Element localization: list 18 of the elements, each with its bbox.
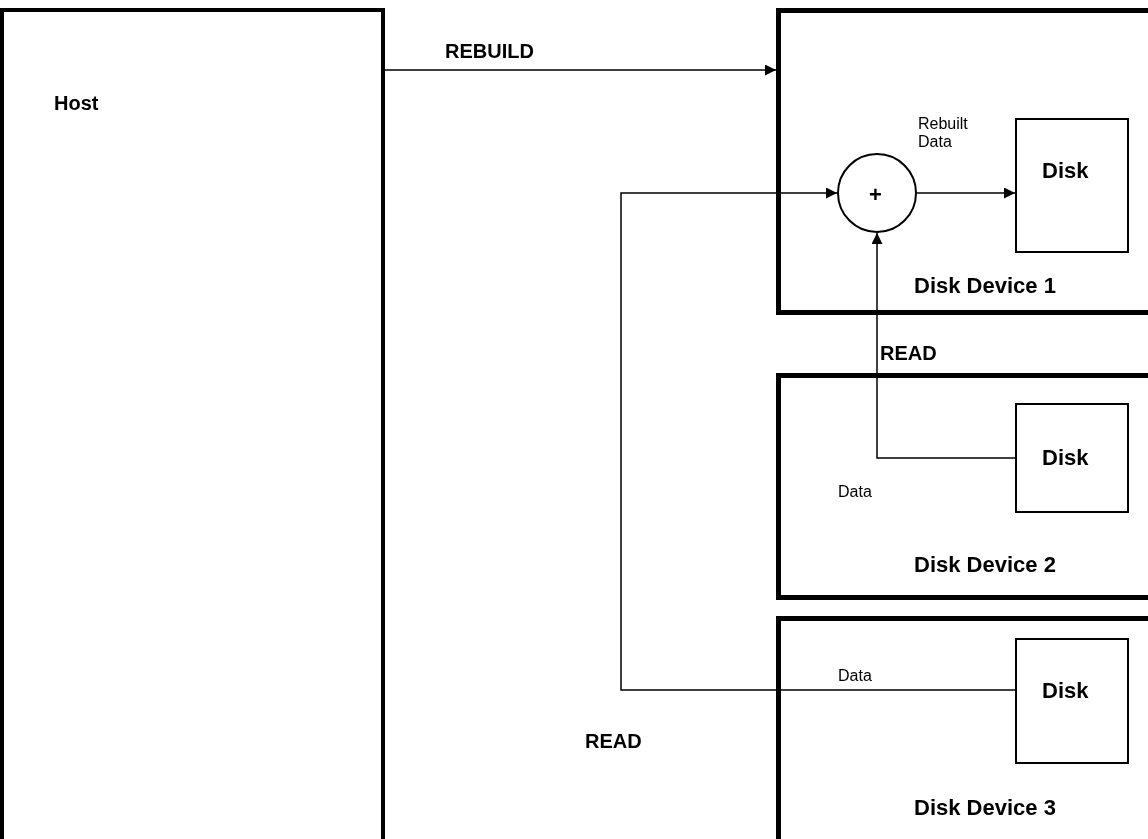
signal-label: READ [585,730,642,753]
disk-label: Disk [1042,678,1089,704]
host-label: Host [54,92,99,115]
device-title: Disk Device 1 [914,273,1056,299]
host-box [0,8,385,839]
arrow [871,232,1016,459]
arrow [916,187,1016,199]
arrow [620,187,1016,691]
device-box [776,373,1148,600]
signal-label: READ [880,342,937,365]
disk-label: Disk [1042,158,1089,184]
disk-label: Disk [1042,445,1089,471]
device-title: Disk Device 3 [914,795,1056,821]
adder-circle [837,153,917,233]
plus-sign: + [869,182,882,208]
device-title: Disk Device 2 [914,552,1056,578]
device-box [776,616,1148,839]
arrow [384,64,777,76]
